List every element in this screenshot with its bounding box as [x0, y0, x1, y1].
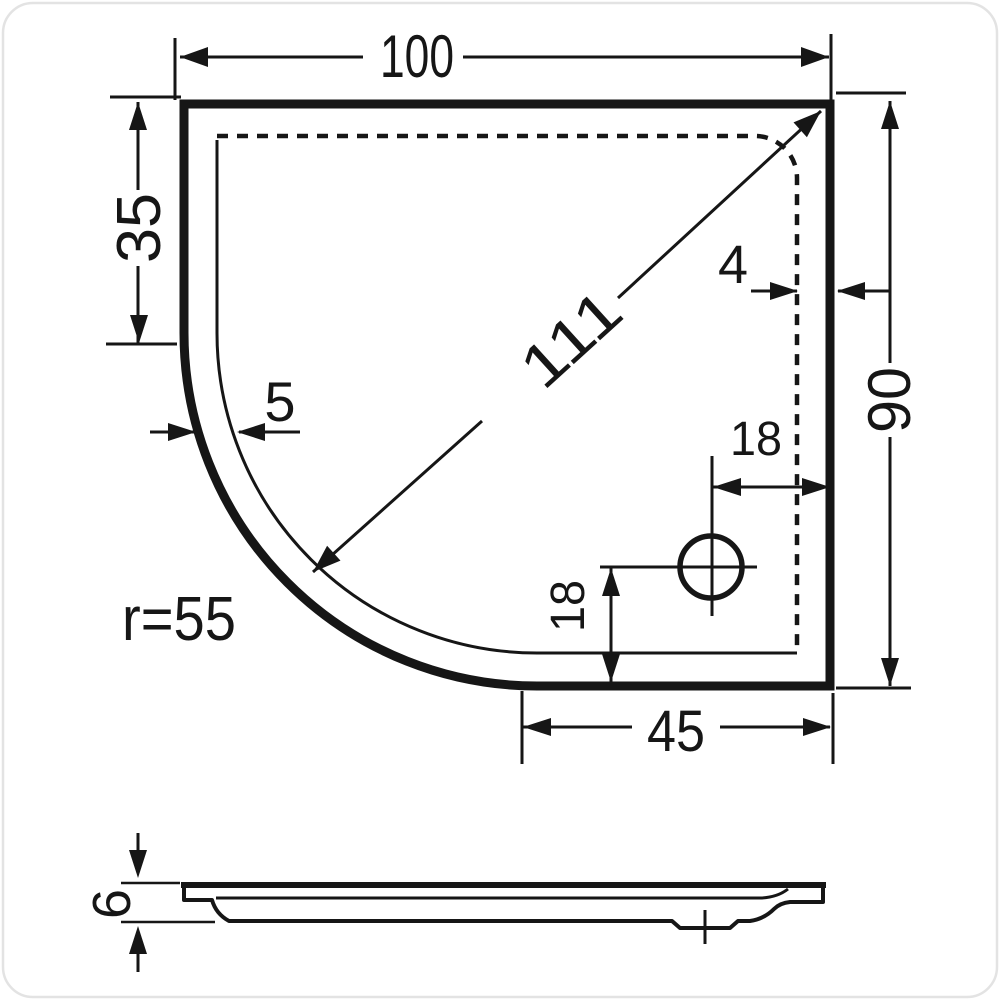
arrowhead-right [803, 718, 831, 736]
arrowhead-upper [793, 111, 821, 138]
corner-radius-label: r=55 [122, 585, 236, 654]
arrowhead-lower [313, 545, 341, 572]
arrowhead-right [802, 478, 830, 496]
arrowhead-right [801, 47, 829, 67]
profile-bottom-outline [182, 887, 825, 930]
dimension-line [616, 109, 823, 300]
arrowhead-left [237, 423, 265, 441]
arrowhead-up [129, 102, 147, 130]
arrowhead-down [130, 315, 148, 343]
arrowhead-up [129, 926, 147, 954]
dim-side-straight: 35 [105, 95, 181, 346]
dim-rim-inset: 4 [718, 235, 891, 300]
dim-rim-thickness: 5 [150, 370, 300, 441]
dim-drain-offset-bottom: 18 [542, 568, 620, 682]
arrowhead-left [713, 478, 741, 496]
arrowhead-down [881, 658, 899, 686]
dim-diagonal: 111 [312, 109, 823, 574]
dim-drain-offset-right-label: 18 [730, 413, 782, 466]
arrowhead-up [881, 101, 899, 129]
arrowhead-right [770, 282, 798, 300]
dim-profile-height: 6 [82, 833, 147, 972]
tray-hidden-edge-dashed [217, 133, 800, 648]
dim-rim-thickness-label: 5 [264, 370, 295, 433]
dim-rim-inset-label: 4 [718, 235, 748, 295]
dim-diagonal-label: 111 [507, 276, 635, 401]
dim-bottom-straight: 45 [520, 691, 835, 764]
arrowhead-left [523, 718, 551, 736]
arrowhead-down [129, 850, 147, 878]
dim-drain-offset-bottom-label: 18 [542, 580, 595, 632]
dim-overall-width: 100 [173, 23, 833, 100]
dim-overall-width-label: 100 [380, 23, 454, 90]
dim-drain-offset-right: 18 [713, 413, 830, 496]
profile-inner-floor-line [216, 887, 789, 900]
dim-profile-height-label: 6 [82, 889, 142, 919]
tray-outline [179, 99, 835, 691]
top-view: 100 35 5 111 [105, 23, 923, 764]
dimension-line [312, 419, 483, 574]
dim-side-straight-label: 35 [105, 193, 174, 263]
arrowhead-right [168, 423, 196, 441]
drain-symbol [600, 456, 757, 616]
arrowhead-left [180, 47, 208, 67]
arrowhead-down [602, 654, 620, 682]
arrowhead-left [837, 282, 865, 300]
dim-bottom-straight-label: 45 [647, 699, 705, 764]
arrowhead-up [602, 568, 620, 596]
dim-overall-depth: 90 [836, 91, 923, 690]
side-view: 6 [82, 833, 826, 972]
dim-overall-depth-label: 90 [856, 367, 923, 433]
tray-inner-edge [215, 140, 797, 655]
